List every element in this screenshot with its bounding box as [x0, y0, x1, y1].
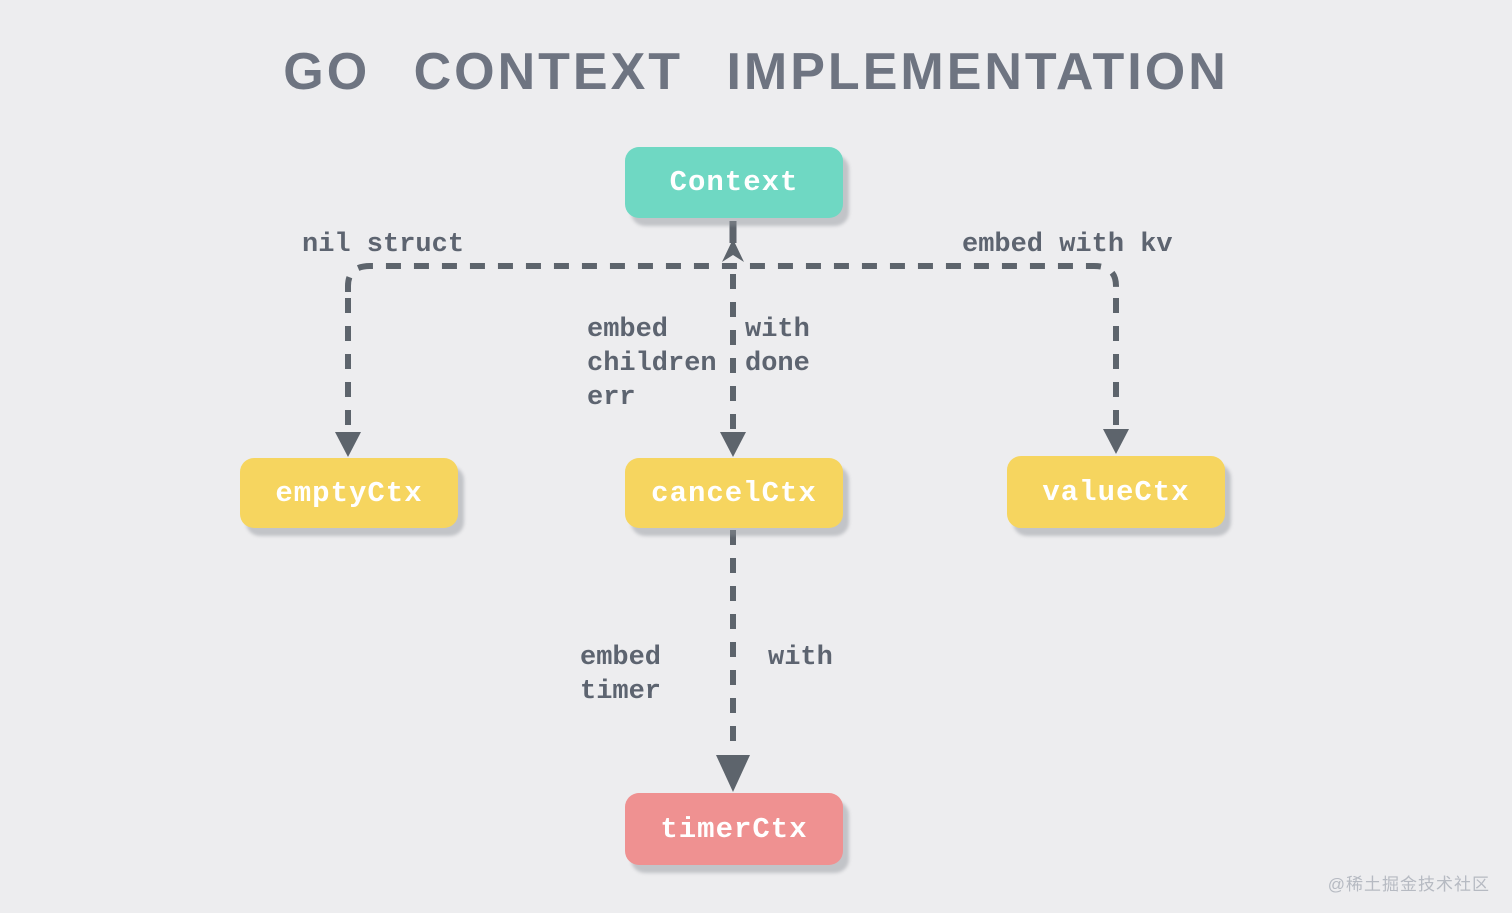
edge-label-nil-struct: nil struct [302, 230, 465, 260]
edge-label-embed-children-err: embed children err [587, 315, 717, 413]
node-context: Context [625, 147, 843, 218]
arrowhead-down-valuectx-icon [1103, 429, 1129, 454]
node-timerctx: timerCtx [625, 793, 843, 865]
arrowhead-up-context-icon [722, 239, 744, 262]
edge-label-embed-timer: embed timer [580, 643, 662, 707]
node-valuectx-label: valueCtx [1042, 475, 1190, 509]
arrowhead-down-emptyctx-icon [335, 432, 361, 457]
node-valuectx: valueCtx [1007, 456, 1225, 528]
watermark: @稀土掘金技术社区 [1327, 875, 1490, 894]
edge-branch-horizontal [345, 263, 1119, 292]
edge-label-embed-with-kv: embed with kv [962, 230, 1173, 260]
node-context-label: Context [669, 166, 799, 199]
diagram-title: GO CONTEXT IMPLEMENTATION [283, 43, 1229, 101]
node-emptyctx: emptyCtx [240, 458, 458, 528]
node-timerctx-label: timerCtx [660, 812, 808, 846]
node-cancelctx: cancelCtx [625, 458, 843, 528]
arrowhead-down-timerctx-icon [716, 755, 750, 792]
node-emptyctx-label: emptyCtx [275, 476, 423, 510]
edge-label-with: with [768, 643, 833, 673]
node-cancelctx-label: cancelCtx [651, 476, 817, 510]
arrowhead-down-cancelctx-icon [720, 432, 746, 457]
edge-label-with-done: with done [745, 315, 810, 379]
